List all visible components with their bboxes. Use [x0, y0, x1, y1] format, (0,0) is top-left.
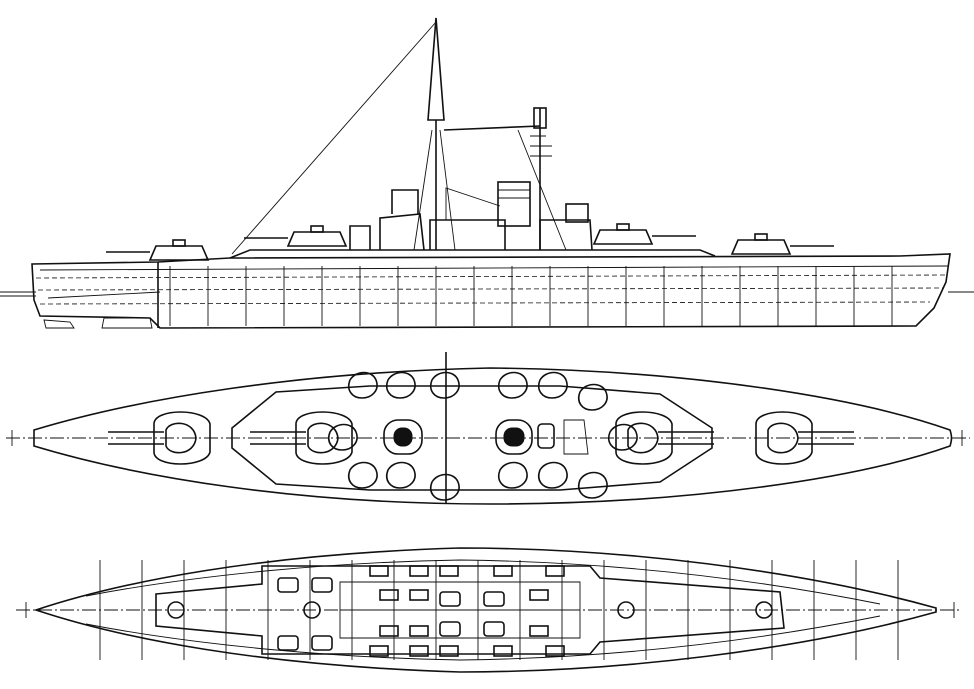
hull-plan-outline: [33, 547, 937, 673]
vent-grille: [439, 565, 459, 577]
deck-boat: [429, 371, 460, 399]
hatch: [277, 577, 299, 593]
deck-outline: [33, 367, 953, 505]
deck-turret: [250, 411, 353, 465]
deck-boats: [327, 371, 638, 501]
barbette-3: [617, 601, 635, 619]
side-turret: [106, 239, 210, 261]
deck-boat: [537, 461, 568, 489]
fore-bridge: [383, 419, 423, 455]
superstructure-deck: [231, 385, 713, 491]
vent-grille: [439, 645, 459, 657]
vent-grille: [409, 625, 429, 637]
funnel: [497, 181, 531, 227]
deck-boat: [577, 383, 608, 411]
deck-boat: [429, 473, 460, 501]
hatch: [483, 621, 505, 637]
deck-boat: [385, 371, 416, 399]
vent-grille: [493, 565, 513, 577]
deck-turret: [108, 411, 211, 465]
hatch: [439, 621, 461, 637]
deck-boat: [327, 423, 358, 451]
barbette-4: [755, 601, 773, 619]
vent-grille: [529, 625, 549, 637]
deck-boat: [577, 471, 608, 499]
deck-plan-view: [6, 352, 970, 505]
vent-grille: [409, 589, 429, 601]
barbette-2: [303, 601, 321, 619]
side-turret: [730, 233, 834, 255]
deck-boat: [607, 423, 638, 451]
deck-boat: [347, 461, 378, 489]
side-turrets: [106, 223, 834, 261]
deck-turret: [615, 411, 714, 465]
vent-grille: [493, 645, 513, 657]
deck-turrets: [108, 411, 854, 465]
vent-grille: [409, 565, 429, 577]
deck-boat: [347, 371, 378, 399]
vent-grille: [545, 645, 565, 657]
deck-turret: [755, 411, 854, 465]
hatch: [483, 591, 505, 607]
deck-boat: [385, 461, 416, 489]
barbette-1: [167, 601, 185, 619]
side-turret: [244, 225, 348, 247]
vent-grille: [369, 565, 389, 577]
deck-boat: [537, 371, 568, 399]
vent-grille: [529, 589, 549, 601]
vent-grille: [369, 645, 389, 657]
forestay: [231, 21, 437, 255]
side-elevation-view: [0, 17, 974, 329]
side-turret: [592, 223, 696, 245]
hatch: [311, 635, 333, 651]
vent-grille: [379, 589, 399, 601]
hatch: [439, 591, 461, 607]
hull-frames: [169, 266, 893, 326]
hull-vents: [277, 565, 565, 657]
aft-funnel: [495, 419, 533, 455]
deck-boat: [497, 371, 528, 399]
vent-grille: [409, 645, 429, 657]
hatch: [311, 577, 333, 593]
vent-grille: [545, 565, 565, 577]
superstructure: [229, 249, 716, 259]
vent-grille: [379, 625, 399, 637]
hatch: [277, 635, 299, 651]
deck-boat: [497, 461, 528, 489]
hull-plan-view: [16, 547, 962, 673]
foremast: [427, 17, 445, 121]
citadel: [155, 565, 785, 655]
hull-plan-frames: [99, 560, 899, 660]
